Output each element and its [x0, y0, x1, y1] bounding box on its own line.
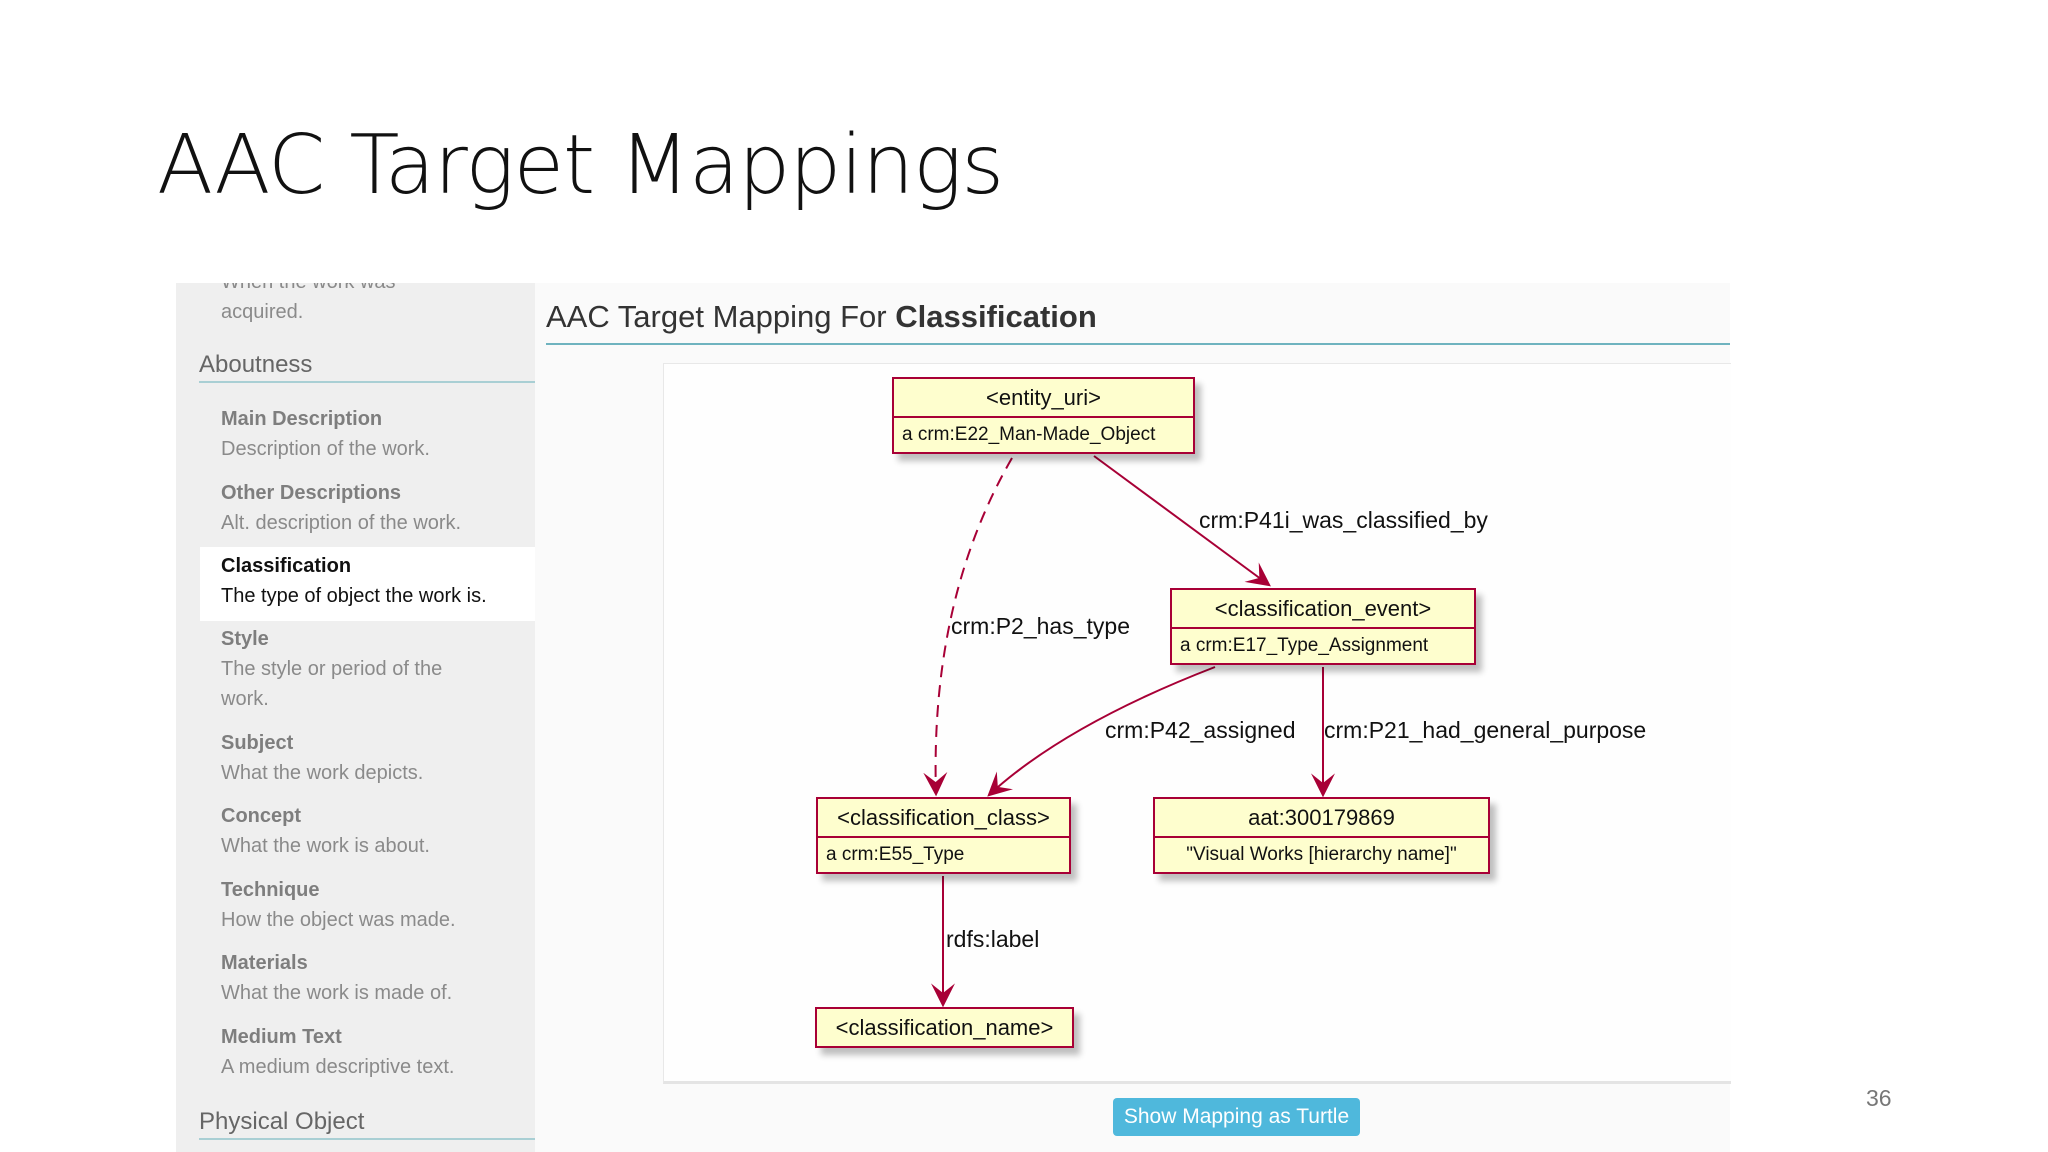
- node-type: "Visual Works [hierarchy name]": [1155, 836, 1488, 872]
- sidebar-item-desc: Alt. description of the work.: [221, 512, 462, 534]
- sidebar-item-title: Classification: [221, 555, 352, 577]
- node-classification-event: <classification_event> a crm:E17_Type_As…: [1170, 588, 1476, 665]
- node-name: <classification_name>: [835, 1015, 1054, 1040]
- sidebar-item-title: Subject: [221, 732, 294, 754]
- sidebar: When the work was acquired. Aboutness Ma…: [176, 283, 535, 1152]
- node-type: a crm:E22_Man-Made_Object: [894, 416, 1193, 452]
- mapping-diagram: [663, 363, 1731, 1084]
- section-heading-physical-object: Physical Object: [199, 1108, 535, 1140]
- selected-item-highlight: [200, 547, 535, 621]
- show-turtle-button[interactable]: Show Mapping as Turtle: [1113, 1098, 1360, 1136]
- node-aat: aat:300179869 "Visual Works [hierarchy n…: [1153, 797, 1490, 874]
- node-classification-name: <classification_name>: [815, 1007, 1074, 1048]
- sidebar-item-desc: What the work is about.: [221, 835, 430, 857]
- edge-p42: [987, 666, 1216, 797]
- node-name: <entity_uri>: [986, 385, 1101, 410]
- edge-label-p21: crm:P21_had_general_purpose: [1324, 717, 1647, 743]
- sidebar-item-desc: The style or period of the: [221, 658, 443, 680]
- panel-header-prefix: AAC Target Mapping For: [546, 299, 896, 334]
- sidebar-item-desc: The type of object the work is.: [221, 585, 487, 607]
- sidebar-item-desc: How the object was made.: [221, 909, 456, 931]
- sidebar-item-title: Materials: [221, 952, 308, 974]
- edge-label-p41i: crm:P41i_was_classified_by: [1199, 507, 1488, 533]
- node-type: a crm:E17_Type_Assignment: [1172, 627, 1474, 663]
- edge-p2: [923, 457, 1013, 797]
- sidebar-item-desc: work.: [221, 688, 269, 710]
- sidebar-item-title: Technique: [221, 879, 320, 901]
- node-type: a crm:E55_Type: [818, 836, 1069, 872]
- slide-title: AAC Target Mappings: [157, 118, 1004, 213]
- node-name: aat:300179869: [1248, 805, 1395, 830]
- page-number: 36: [1866, 1085, 1892, 1111]
- sidebar-item-desc: Description of the work.: [221, 438, 430, 460]
- sidebar-truncated-text: When the work was: [221, 283, 396, 294]
- edge-label-p42: crm:P42_assigned: [1105, 717, 1296, 743]
- node-name: <classification_event>: [1214, 596, 1432, 621]
- section-heading-aboutness: Aboutness: [199, 351, 535, 383]
- edge-p41i: [1093, 455, 1271, 587]
- sidebar-truncated-desc: acquired.: [221, 301, 304, 323]
- node-name: <classification_class>: [837, 805, 1050, 830]
- sidebar-item-title: Concept: [221, 805, 301, 827]
- sidebar-item-title: Style: [221, 628, 269, 650]
- sidebar-item-desc: A medium descriptive text.: [221, 1056, 455, 1078]
- sidebar-item-desc: What the work depicts.: [221, 762, 424, 784]
- node-classification-class: <classification_class> a crm:E55_Type: [816, 797, 1071, 874]
- panel-header: AAC Target Mapping For Classification: [546, 299, 1730, 345]
- edge-label-rdfs: rdfs:label: [946, 926, 1040, 952]
- sidebar-item-title: Medium Text: [221, 1026, 342, 1048]
- sidebar-item-title: Main Description: [221, 408, 383, 430]
- node-entity-uri: <entity_uri> a crm:E22_Man-Made_Object: [892, 377, 1195, 454]
- sidebar-item-desc: What the work is made of.: [221, 982, 453, 1004]
- edge-label-p2: crm:P2_has_type: [951, 613, 1130, 639]
- sidebar-item-title: Other Descriptions: [221, 482, 402, 504]
- panel-header-category: Classification: [895, 299, 1097, 334]
